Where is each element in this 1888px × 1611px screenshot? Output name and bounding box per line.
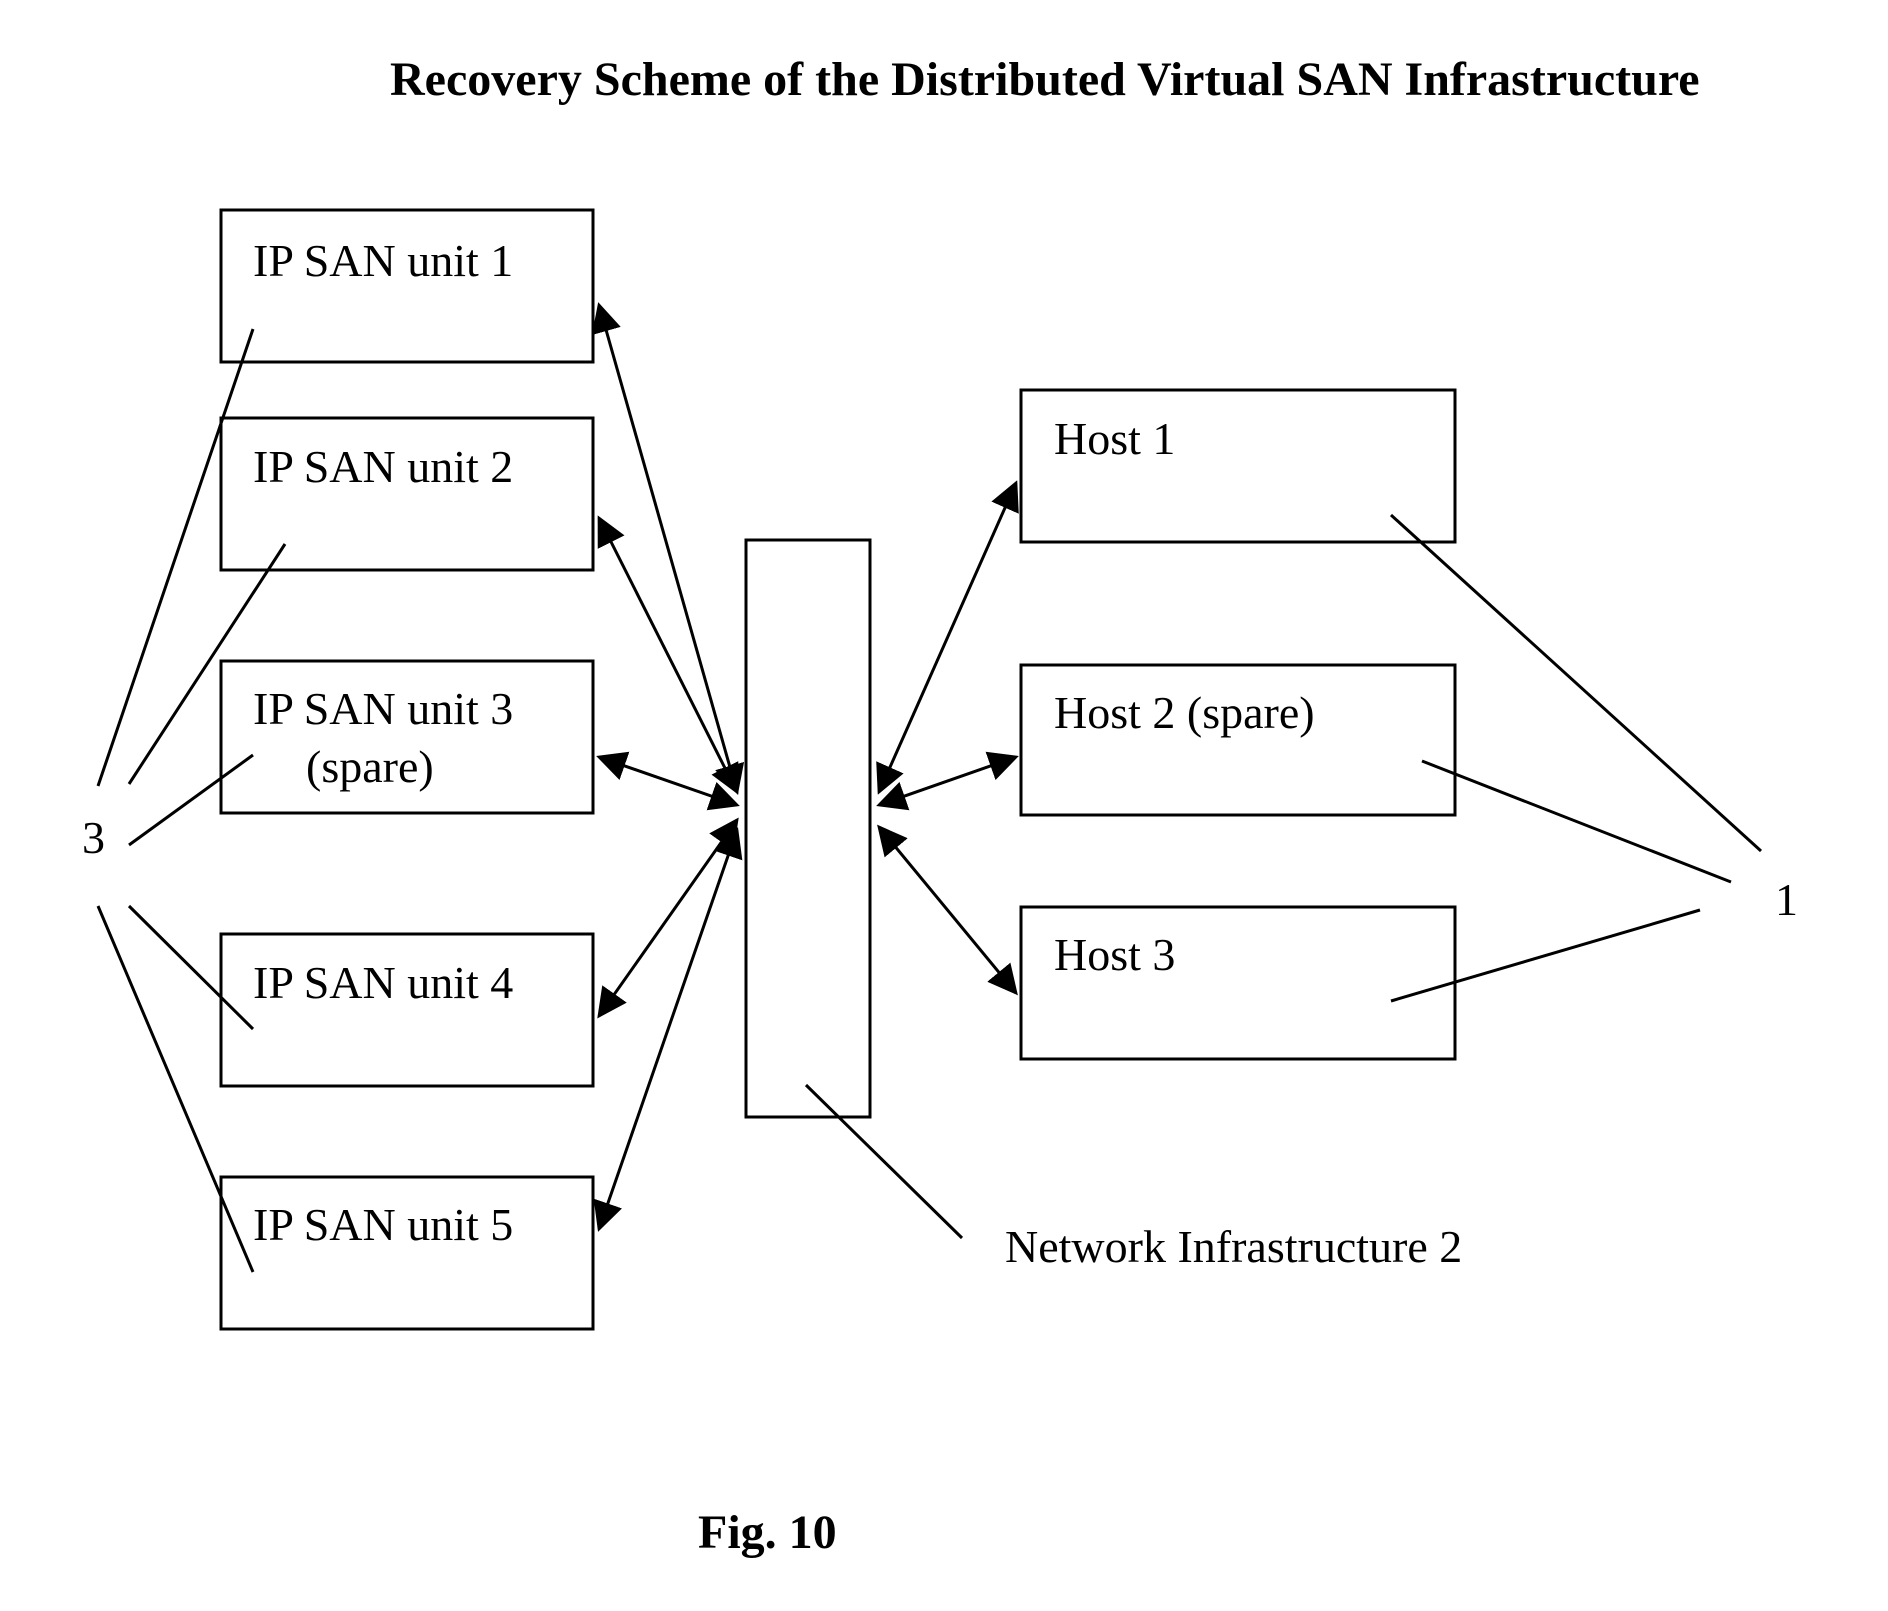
leader-line-3-to-unit-1 [98,329,253,786]
leader-line-1-to-host-1 [1391,515,1761,851]
leader-line-3-to-unit-2 [129,544,285,784]
ip-san-unit-2-label: IP SAN unit 2 [253,441,513,492]
ip-san-unit-3-spare-label: (spare) [306,741,434,792]
host-1-label: Host 1 [1054,413,1175,464]
ip-san-unit-1-label: IP SAN unit 1 [253,235,513,286]
ip-san-unit-4-label: IP SAN unit 4 [253,957,513,1008]
connector-arrow-host-3 [879,827,1016,993]
host-3: Host 3 [1021,907,1455,1059]
host-reference-label: 1 [1775,874,1798,925]
figure-caption: Fig. 10 [698,1505,837,1560]
connector-arrow-san-4 [599,820,737,1016]
connector-arrow-host-2 [879,757,1016,805]
ip-san-unit-3: IP SAN unit 3 (spare) [221,661,593,813]
network-infrastructure-label: Network Infrastructure 2 [1005,1221,1462,1272]
host-1: Host 1 [1021,390,1455,542]
ip-san-unit-4: IP SAN unit 4 [221,934,593,1086]
connector-arrow-san-3 [599,757,737,805]
ip-san-unit-2: IP SAN unit 2 [221,418,593,570]
ip-san-unit-1: IP SAN unit 1 [221,210,593,362]
storage-reference-label: 3 [82,812,105,863]
leader-line-network [806,1085,962,1238]
ip-san-unit-3-label: IP SAN unit 3 [253,683,513,734]
leader-line-3-to-unit-5 [98,906,253,1272]
connector-arrow-host-1 [879,483,1016,792]
connector-arrow-san-1 [599,305,737,792]
ip-san-unit-5: IP SAN unit 5 [221,1177,593,1329]
host-2: Host 2 (spare) [1021,665,1455,815]
ip-san-unit-5-label: IP SAN unit 5 [253,1199,513,1250]
leader-line-3-to-unit-4 [129,906,253,1029]
leader-line-1-to-host-2 [1422,761,1731,882]
host-2-label: Host 2 (spare) [1054,687,1315,738]
host-3-label: Host 3 [1054,929,1175,980]
network-infrastructure-bar [746,540,870,1117]
leader-line-1-to-host-3 [1391,910,1700,1001]
connector-arrow-san-5 [599,830,737,1229]
connector-arrow-san-2 [599,518,737,792]
leader-line-3-to-unit-3 [129,755,253,845]
